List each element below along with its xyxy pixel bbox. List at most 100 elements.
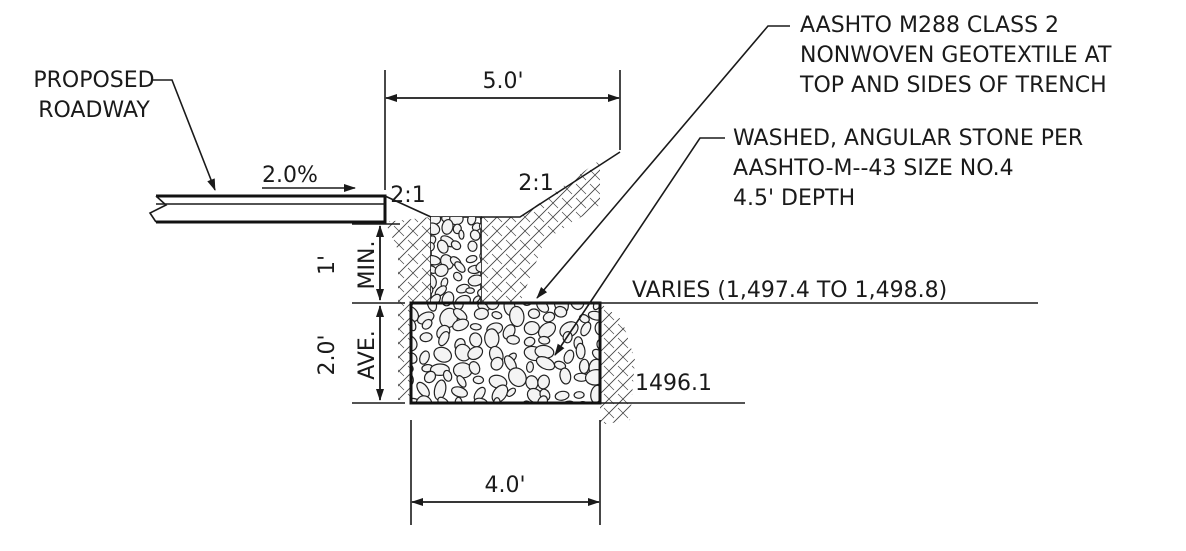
stone-texture [454, 261, 466, 273]
stone-texture [442, 414, 455, 426]
stone-texture [413, 405, 435, 427]
stone-texture [431, 241, 435, 252]
stone-texture [527, 308, 541, 320]
stone-texture [476, 416, 488, 423]
min-depth-label: MIN. [355, 241, 380, 290]
stone-texture [478, 221, 481, 233]
stone-texture [469, 323, 482, 331]
stone-texture [431, 222, 441, 236]
stone-texture [506, 387, 517, 398]
stone-line2: AASHTO-M--43 SIZE NO.4 [733, 156, 1014, 181]
stone-texture [452, 318, 470, 332]
stone-texture [578, 358, 590, 375]
dimension-top-width-label: 5.0' [482, 69, 523, 94]
stone-texture [519, 400, 533, 403]
stone-texture [395, 409, 418, 432]
elevation-callouts: VARIES (1,497.4 TO 1,498.8) 1496.1 [482, 278, 1038, 404]
dimension-depths: 1' MIN. 2.0' AVE. [315, 223, 405, 404]
stone-texture [415, 395, 433, 403]
dimension-bottom-width: 4.0' [410, 420, 601, 525]
stone-texture [486, 409, 498, 423]
stone-callout: WASHED, ANGULAR STONE PER AASHTO-M--43 S… [554, 126, 1083, 356]
stone-texture [553, 305, 568, 318]
side-slopes [384, 151, 621, 218]
stone-texture [520, 408, 531, 423]
stone-texture [563, 349, 575, 364]
geotextile-line3: TOP AND SIDES OF TRENCH [799, 73, 1107, 98]
stone-texture [423, 370, 437, 384]
stone-line1: WASHED, ANGULAR STONE PER [733, 126, 1083, 151]
roadway-label-line2: ROADWAY [38, 98, 150, 123]
stone-texture [419, 332, 433, 343]
stone-texture [523, 336, 536, 347]
stone-texture [452, 271, 463, 282]
elevation-varies: VARIES (1,497.4 TO 1,498.8) [632, 278, 947, 303]
geotextile-line1: AASHTO M288 CLASS 2 [800, 13, 1059, 38]
stone-texture [509, 305, 525, 328]
stone-texture [442, 369, 453, 382]
stone-texture [467, 274, 481, 287]
stone-texture [569, 303, 585, 311]
stone-texture [491, 311, 503, 320]
stone-trench [395, 301, 602, 432]
stone-texture [477, 288, 481, 299]
stone-texture [535, 410, 549, 422]
geotextile-callout: AASHTO M288 CLASS 2 NONWOVEN GEOTEXTILE … [536, 13, 1112, 299]
stone-texture [537, 321, 557, 339]
stone-texture [580, 321, 592, 337]
stone-texture [455, 405, 473, 423]
stone-texture [451, 386, 468, 398]
stone-texture [508, 367, 527, 388]
stone-texture [467, 346, 484, 361]
stone-texture [468, 361, 481, 375]
stone-texture [538, 335, 551, 345]
left-side-slope-label: 2:1 [390, 183, 425, 208]
stone-texture [472, 375, 485, 385]
stone-texture [559, 367, 572, 385]
road-slope-label: 2.0% [262, 163, 318, 188]
stone-texture [523, 320, 540, 336]
stone-texture [557, 413, 573, 429]
stone-texture [419, 350, 430, 365]
stone-texture [411, 371, 414, 388]
dimension-bottom-width-label: 4.0' [484, 473, 525, 498]
stone-texture [492, 397, 501, 403]
stone-texture [454, 343, 472, 362]
stone-texture [479, 252, 481, 267]
stone-texture [553, 360, 567, 370]
stone-texture [473, 307, 489, 320]
stone-texture [467, 240, 478, 252]
stone-texture [456, 375, 467, 388]
stone-texture [434, 263, 449, 278]
avg-depth-label: AVE. [355, 330, 380, 380]
geotextile-line2: NONWOVEN GEOTEXTILE AT [800, 43, 1112, 68]
avg-depth-value: 2.0' [315, 334, 340, 375]
stone-texture [411, 361, 414, 374]
stone-texture [458, 229, 465, 240]
stone-texture [438, 330, 450, 347]
stone-texture [465, 254, 478, 264]
right-side-slope-label: 2:1 [518, 171, 553, 196]
elevation-bottom: 1496.1 [635, 371, 712, 396]
stone-texture [535, 356, 556, 371]
stone-texture [450, 240, 462, 251]
proposed-roadway [148, 194, 387, 224]
roadway-callout: PROPOSED ROADWAY [33, 68, 216, 191]
stone-texture [570, 414, 583, 426]
stone-texture [484, 328, 500, 349]
stone-texture [542, 311, 556, 323]
soil-hatching [385, 160, 635, 425]
stone-texture [469, 229, 481, 241]
stone-texture [506, 334, 520, 345]
stone-texture [440, 303, 453, 307]
roadway-label-line1: PROPOSED [33, 68, 154, 93]
stone-line3: 4.5' DEPTH [733, 186, 855, 211]
stone-texture [431, 273, 437, 291]
stone-texture [554, 390, 570, 401]
road-slope: 2.0% 2:1 2:1 [262, 163, 554, 208]
stone-texture [573, 391, 585, 399]
stone-texture [525, 361, 535, 373]
stone-texture [490, 356, 504, 371]
stone-texture [431, 284, 434, 297]
